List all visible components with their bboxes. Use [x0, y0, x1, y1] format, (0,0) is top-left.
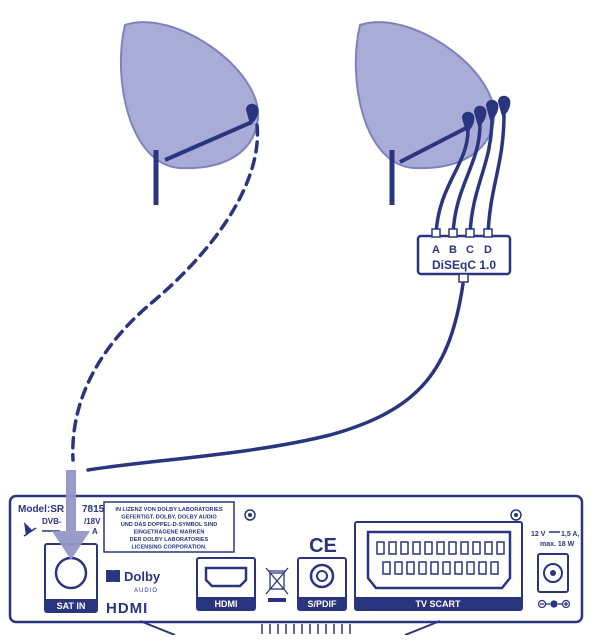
sat-in-label-bg [45, 599, 97, 612]
dolby-logo: Dolby AUDIO [106, 569, 161, 594]
screw-hole-left [244, 509, 256, 521]
scart-pins-top [376, 541, 505, 555]
screw-hole-left-center [248, 513, 252, 517]
dolby-label: Dolby [124, 569, 161, 584]
hdmi-port[interactable]: HDMI [196, 557, 256, 611]
dish-left-arm [164, 120, 253, 162]
license-line-6: LICENSING CORPORATION. [131, 545, 207, 551]
screw-hole-right [510, 509, 522, 521]
ce-mark: CE [309, 535, 337, 557]
license-box [103, 501, 235, 553]
satellite-symbol-icon [23, 522, 37, 537]
spec-line1b: /18V [84, 517, 101, 526]
scart-pins-bottom [382, 561, 499, 575]
lnb-to-diseqc-cables [434, 112, 506, 237]
spdif-label-bg [298, 597, 346, 610]
hdmi-label: HDMI [215, 599, 238, 609]
insertion-arrow [52, 470, 90, 560]
model-label: Model:SR [18, 504, 65, 515]
license-line-1: IN LIZENZ VON DOLBY LABORATORIES [115, 507, 222, 513]
dolby-dd-icon-right [109, 570, 120, 582]
cable-c [468, 116, 494, 237]
dish-left-lnb [246, 103, 259, 124]
diseqc-output-connector [458, 273, 469, 283]
spdif-label: S/PDIF [307, 599, 337, 609]
arrow-shaft [66, 470, 76, 538]
scart-connector[interactable] [366, 530, 512, 590]
diseqc-port-c: C [466, 244, 474, 256]
power-line1: 12 V [531, 531, 546, 538]
diseqc-to-receiver-cable [86, 282, 465, 472]
diseqc-port-b: B [449, 244, 457, 256]
power-line1b: 1,5 A, [561, 531, 579, 538]
sat-in-port[interactable]: SAT IN [44, 543, 98, 613]
license-line-5: DER DOLBY LABORATORIES [130, 537, 209, 543]
receiver-vent-slots [261, 624, 351, 634]
diseqc-switch: A B C D DiSEqC 1.0 [416, 228, 512, 283]
hdmi-label-bg [197, 597, 255, 610]
diseqc-port-connectors [431, 228, 493, 238]
license-line-4: EINGETRAGENE MARKEN [134, 530, 205, 536]
weee-bin-icon [265, 567, 289, 602]
hdmi-connector[interactable] [204, 566, 248, 588]
cable-b [451, 122, 482, 237]
receiver-back-panel: Model:SR 7815 DVB- /18V A IN LIZENZ VON … [8, 494, 584, 636]
license-line-2: GEFERTIGT. DOLBY, DOLBY AUDIO [121, 515, 217, 521]
satellite-dish-right [354, 21, 511, 205]
spdif-connector-inner [316, 570, 328, 582]
tv-scart-port[interactable]: TV SCART [354, 521, 523, 611]
power-input[interactable]: 12 V 1,5 A, max. 18 W [531, 531, 579, 609]
power-jack-pin [550, 570, 556, 576]
diseqc-port-d: D [484, 244, 492, 256]
diseqc-label: DiSEqC 1.0 [432, 258, 496, 272]
arrow-head [52, 531, 90, 560]
dolby-sub: AUDIO [134, 588, 158, 594]
cable-d [486, 112, 506, 237]
receiver-foot-right [404, 620, 441, 636]
spdif-port[interactable]: S/PDIF [297, 557, 347, 611]
model-suffix: 7815 [82, 504, 105, 515]
sat-in-connector[interactable] [54, 556, 88, 590]
receiver-foot-left [139, 620, 176, 636]
diseqc-port-a: A [432, 244, 440, 256]
spec-line1: DVB- [42, 517, 62, 526]
hdmi-logo: HDMI [106, 600, 148, 617]
scart-label-bg [355, 597, 522, 610]
polarity-icon [537, 599, 571, 609]
single-lnb-dashed-cable [71, 123, 260, 462]
cable-a [434, 128, 470, 237]
power-line2: max. 18 W [540, 541, 575, 548]
scart-label: TV SCART [416, 599, 462, 609]
sat-in-label: SAT IN [57, 601, 86, 611]
satellite-dish-left [119, 21, 260, 205]
license-line-3: UND DAS DOPPEL-D-SYMBOL SIND [121, 522, 218, 528]
spec-line2: A [92, 527, 98, 536]
dish-right-lnbs [462, 95, 511, 132]
dish-right-arm [399, 124, 471, 164]
screw-hole-right-center [514, 513, 518, 517]
